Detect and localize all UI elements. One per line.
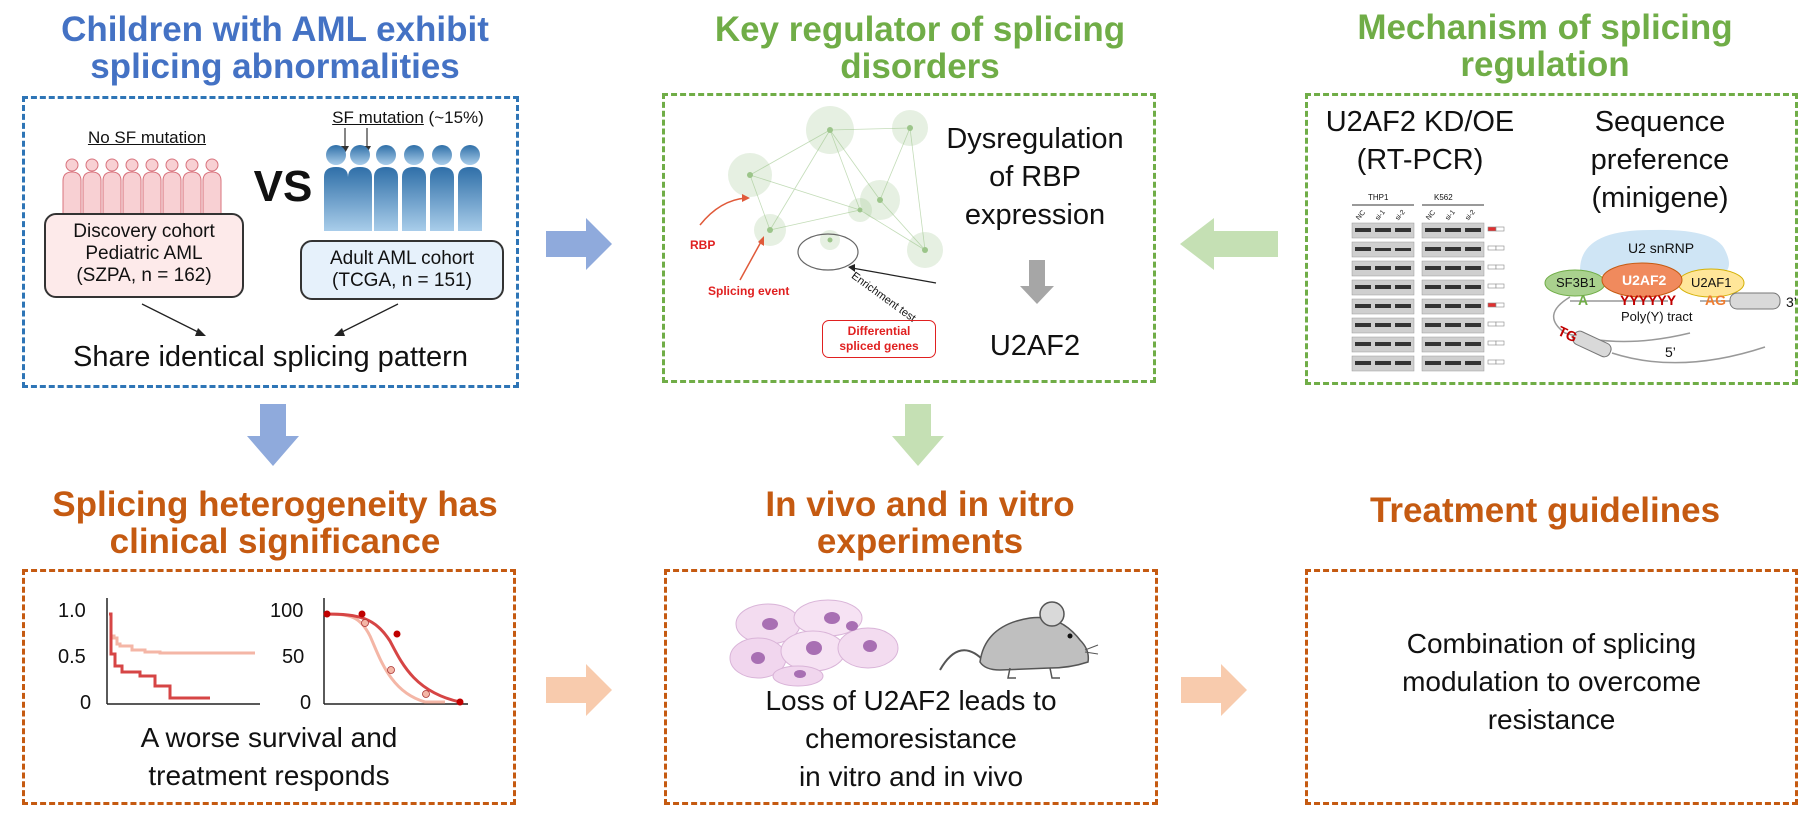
gel-group-k562: K562 [1434, 193, 1453, 202]
sf-pct: (~15%) [423, 108, 484, 127]
panel5-text: Loss of U2AF2 leads to chemoresistance i… [664, 682, 1158, 796]
u2-snrnp-diagram [1544, 229, 1781, 364]
panel4-title-line2: clinical significance [109, 522, 441, 561]
panel2-title-line1: Key regulator of splicing [714, 10, 1126, 49]
rbp-label: RBP [690, 238, 716, 252]
adult-line2: (TCGA, n = 151) [332, 270, 472, 291]
dysregulation-text: Dysregulation of RBP expression [930, 120, 1140, 234]
arrow-right-1 [546, 218, 612, 270]
sf-label-text: SF mutation [332, 108, 424, 127]
panel5-text-line2: chemoresistance [805, 723, 1017, 754]
panel3-box [1305, 93, 1798, 385]
dr-tick-50: 50 [282, 646, 305, 668]
seq-line1: Sequence [1594, 106, 1726, 138]
seq-y-label: YYYYYY [1620, 292, 1677, 308]
gel-image [1351, 204, 1505, 372]
panel3-title: Mechanism of splicing regulation [1290, 9, 1800, 83]
discovery-line3: (SZPA, n = 162) [76, 265, 212, 286]
panel3-title-line1: Mechanism of splicing [1357, 8, 1733, 47]
panel1-title-line1: Children with AML exhibit [61, 10, 489, 49]
discovery-line2: Pediatric AML [85, 243, 203, 264]
panel2-box [662, 93, 1156, 383]
pediatric-people-icon [62, 158, 222, 216]
network-graph [699, 106, 943, 284]
panel3-title-line2: regulation [1460, 45, 1630, 84]
panel4-title: Splicing heterogeneity has clinical sign… [15, 486, 535, 560]
caption-line1: A worse survival and [140, 722, 398, 753]
sequence-preference-text: Sequence preference (minigene) [1550, 103, 1770, 217]
u2-snrnp-label: U2 snRNP [1628, 240, 1695, 256]
converge-arrows [141, 303, 399, 336]
diff-line2: spliced genes [839, 339, 919, 353]
panel1-box [22, 96, 519, 388]
mouse-icon [939, 601, 1099, 679]
adult-cohort-box: Adult AML cohort (TCGA, n = 151) [300, 240, 504, 300]
discovery-cohort-box: Discovery cohort Pediatric AML (SZPA, n … [44, 213, 244, 298]
panel6-text-line1: Combination of splicing [1406, 628, 1697, 659]
dose-response-plot [323, 598, 468, 706]
panel5-text-line3: in vitro and in vivo [798, 761, 1024, 792]
panel5-title-line1: In vivo and in vitro [765, 485, 1075, 524]
panel6-text-line2: modulation to overcome [1402, 666, 1701, 697]
kd-line2: (RT-PCR) [1356, 144, 1484, 176]
caption-line2: treatment responds [148, 760, 390, 791]
panel6-box [1305, 569, 1798, 805]
discovery-line1: Discovery cohort [73, 221, 215, 242]
dr-tick-100: 100 [270, 600, 304, 622]
splicing-event-label: Splicing event [708, 284, 790, 298]
seq-a-label: A [1578, 292, 1589, 308]
adult-line1: Adult AML cohort [330, 248, 474, 269]
u2af2-result: U2AF2 [989, 330, 1081, 362]
panel5-title-line2: experiments [816, 522, 1024, 561]
panel6-text-line3: resistance [1487, 704, 1616, 735]
diff-line1: Differential [847, 324, 911, 338]
kd-line1: U2AF2 KD/OE [1325, 106, 1515, 138]
cells-icon [729, 599, 899, 687]
panel5-text-line1: Loss of U2AF2 leads to [765, 685, 1057, 716]
u2af1-label: U2AF1 [1691, 275, 1732, 290]
dr-tick-0: 0 [300, 692, 312, 714]
panel1-title-line2: splicing abnormalities [90, 47, 460, 86]
vs-label: VS [253, 162, 313, 211]
polyy-label: Poly(Y) tract [1621, 309, 1693, 324]
km-tick-0: 0 [80, 692, 92, 714]
dysreg-line2: of RBP [989, 161, 1081, 193]
sf-label: SF mutation (~15%) [318, 108, 498, 128]
three-prime-label: 3’ [1786, 294, 1797, 310]
panel1-title: Children with AML exhibit splicing abnor… [20, 11, 530, 85]
shared-pattern-text: Share identical splicing pattern [73, 341, 468, 373]
panel6-title: Treatment guidelines [1369, 491, 1721, 530]
down-arrow-grey [1020, 260, 1054, 304]
seq-ag-label: AG [1705, 292, 1726, 308]
seq-line2: preference [1590, 144, 1730, 176]
dysreg-line1: Dysregulation [946, 123, 1124, 155]
arrow-down-1 [247, 404, 299, 466]
differential-genes-box: Differential spliced genes [822, 320, 936, 358]
arrow-left-2 [1180, 218, 1278, 270]
arrow-right-3 [546, 664, 612, 716]
five-prime-label: 5’ [1665, 344, 1676, 360]
panel2-title: Key regulator of splicing disorders [660, 11, 1180, 85]
arrow-right-4 [1181, 664, 1247, 716]
adult-people-icon [324, 145, 482, 231]
km-tick-1: 1.0 [58, 600, 86, 622]
dysreg-line3: expression [964, 199, 1106, 231]
sf3b1-label: SF3B1 [1556, 275, 1596, 290]
arrow-down-2 [892, 404, 944, 466]
panel2-title-line2: disorders [840, 47, 1000, 86]
seq-line3: (minigene) [1591, 182, 1729, 214]
kd-oe-text: U2AF2 KD/OE (RT-PCR) [1310, 103, 1530, 179]
no-sf-label: No SF mutation [87, 128, 207, 147]
panel5-title: In vivo and in vitro experiments [660, 486, 1180, 560]
panel6-text: Combination of splicing modulation to ov… [1305, 625, 1798, 739]
survival-caption: A worse survival and treatment responds [22, 719, 516, 795]
km-tick-05: 0.5 [58, 646, 86, 668]
panel5-box [664, 569, 1158, 805]
survival-curve-plot [106, 598, 260, 705]
gel-group-thp1: THP1 [1368, 193, 1389, 202]
u2af2-label: U2AF2 [1622, 272, 1667, 288]
panel4-title-line1: Splicing heterogeneity has [52, 485, 498, 524]
panel4-box [22, 569, 516, 805]
